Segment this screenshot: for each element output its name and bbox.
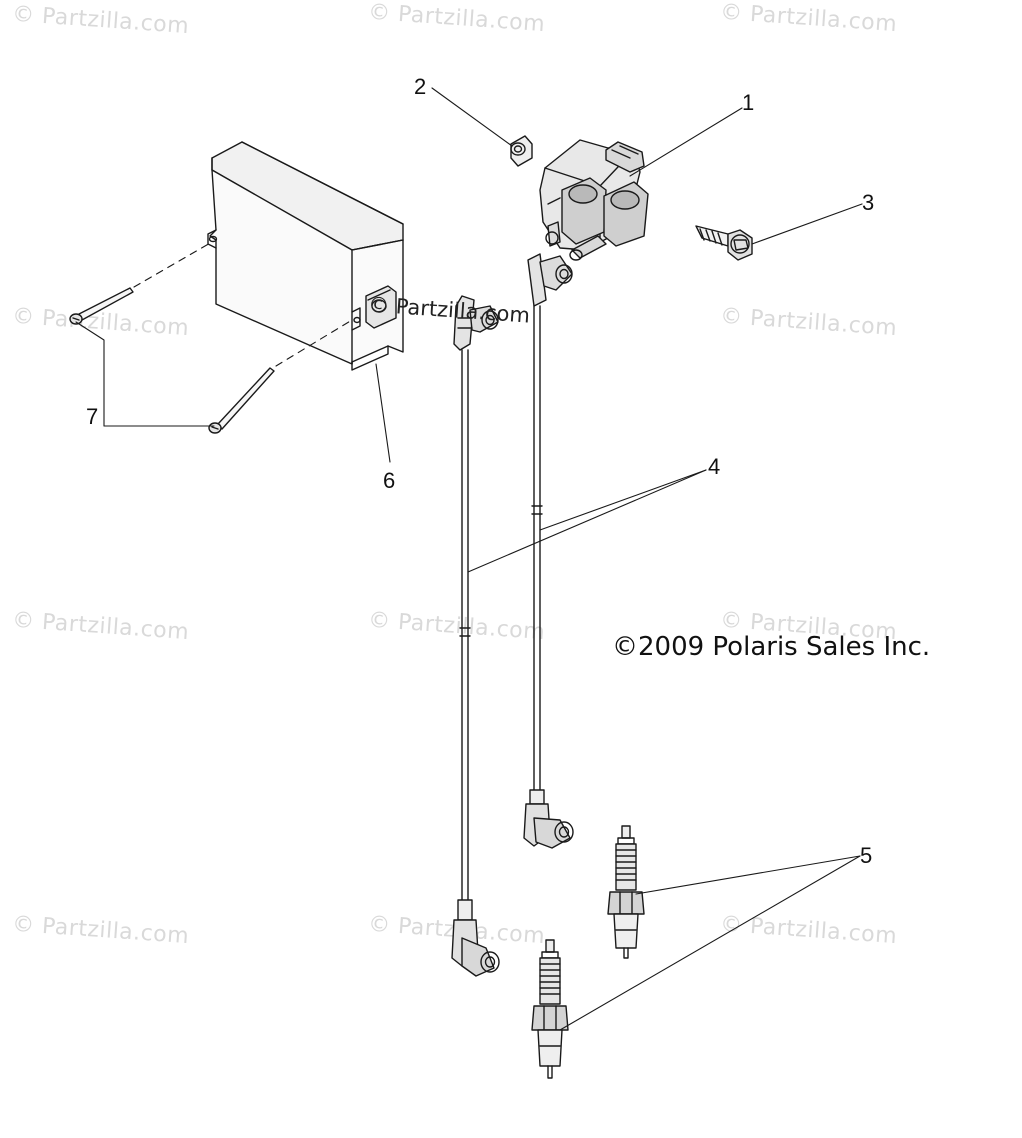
callout-4: 4 [708,454,721,479]
copyright-notice: ©2009 Polaris Sales Inc. [612,632,931,662]
callout-1: 1 [742,90,755,115]
callout-6: 6 [383,468,396,493]
ignition-coil [539,139,649,261]
callout-2: 2 [414,74,427,99]
flange-bolt [695,225,753,261]
callout-5: 5 [860,843,873,868]
spark-plug-lower [531,939,569,1079]
grommet [510,135,533,167]
plug-wire-right [523,253,574,849]
leader-lines [75,87,863,1031]
callout-3: 3 [862,190,875,215]
screw-lower [208,367,275,434]
plug-wire-left [451,295,500,977]
callout-7: 7 [86,404,99,429]
ecu-module [207,141,404,371]
spark-plug-upper [607,825,645,959]
screw-upper [69,287,134,325]
